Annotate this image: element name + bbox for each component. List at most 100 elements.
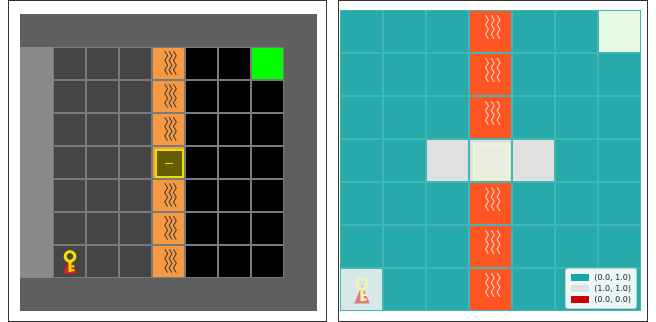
value-cell: [598, 53, 641, 96]
void-cell: [185, 113, 218, 146]
void-cell: [251, 146, 284, 179]
floor-cell: [86, 47, 119, 80]
value-grid: [340, 10, 641, 311]
legend-swatch: [571, 296, 589, 303]
void-cell: [185, 179, 218, 212]
left-environment-panel: [8, 0, 327, 322]
value-cell: [383, 268, 426, 311]
floor-cell: [53, 47, 86, 80]
left-wall-column: [20, 47, 53, 278]
floor-cell: [53, 179, 86, 212]
value-cell: [340, 182, 383, 225]
value-cell: [555, 10, 598, 53]
right-value-panel: (0.0, 1.0) (1.0, 1.0) (0.0, 0.0): [338, 0, 648, 322]
goal-value-cell: [598, 10, 641, 53]
lava-cell: [152, 179, 185, 212]
agent-box-icon: [155, 149, 184, 178]
legend-swatch: [571, 285, 589, 292]
value-cell: [426, 225, 469, 268]
floor-cell: [119, 80, 152, 113]
floor-cell: [119, 47, 152, 80]
lava-wave-icon: [470, 54, 511, 95]
lava-cell: [152, 80, 185, 113]
value-cell: [555, 182, 598, 225]
floor-cell: [119, 146, 152, 179]
lava-wave-icon: [470, 11, 511, 52]
legend-label: (1.0, 1.0): [594, 284, 631, 293]
stripe-cell: [469, 53, 512, 96]
value-cell: [555, 53, 598, 96]
void-cell: [185, 212, 218, 245]
lava-wave-icon: [153, 114, 184, 145]
void-cell: [218, 47, 251, 80]
value-cell: [340, 53, 383, 96]
value-cell: [512, 10, 555, 53]
void-cell: [185, 80, 218, 113]
value-cell: [598, 182, 641, 225]
value-cell: [383, 225, 426, 268]
value-cell: [426, 10, 469, 53]
legend-item: (1.0, 1.0): [571, 283, 631, 294]
value-cell: [598, 139, 641, 182]
lava-wave-icon: [470, 226, 511, 267]
stripe-cell: [469, 96, 512, 139]
lava-cell: [152, 113, 185, 146]
lava-cell: [152, 245, 185, 278]
legend-swatch: [571, 274, 589, 281]
value-cell: [512, 225, 555, 268]
value-cell: [383, 139, 426, 182]
key-cell: [53, 245, 86, 278]
key-icon: [58, 248, 82, 280]
light-cell: [426, 139, 469, 182]
void-cell: [185, 47, 218, 80]
value-cell: [426, 268, 469, 311]
value-cell: [512, 268, 555, 311]
void-cell: [218, 212, 251, 245]
void-cell: [218, 146, 251, 179]
value-cell: [512, 182, 555, 225]
agent-box-icon: [473, 143, 510, 180]
lava-cell: [152, 47, 185, 80]
void-cell: [251, 179, 284, 212]
floor-cell: [86, 212, 119, 245]
void-cell: [218, 179, 251, 212]
floor-cell: [86, 146, 119, 179]
floor-cell: [53, 146, 86, 179]
value-cell: [426, 96, 469, 139]
void-cell: [218, 245, 251, 278]
lava-wave-icon: [153, 180, 184, 211]
light-cell: [469, 139, 512, 182]
legend-item: (0.0, 1.0): [571, 272, 631, 283]
void-cell: [218, 80, 251, 113]
floor-cell: [86, 80, 119, 113]
void-cell: [185, 245, 218, 278]
value-cell: [555, 139, 598, 182]
lava-wave-icon: [470, 269, 511, 310]
value-cell: [340, 96, 383, 139]
stripe-cell: [469, 182, 512, 225]
value-cell: [340, 225, 383, 268]
value-cell: [383, 10, 426, 53]
lava-wave-icon: [153, 81, 184, 112]
legend-item: (0.0, 0.0): [571, 294, 631, 305]
floor-cell: [86, 113, 119, 146]
value-cell: [598, 225, 641, 268]
floor-cell: [119, 113, 152, 146]
legend-label: (0.0, 0.0): [594, 295, 631, 304]
floor-cell: [53, 212, 86, 245]
environment-grid: [53, 47, 284, 278]
legend-label: (0.0, 1.0): [594, 273, 631, 282]
value-cell: [383, 182, 426, 225]
floor-cell: [86, 245, 119, 278]
key-icon: [349, 274, 375, 310]
value-cell: [555, 225, 598, 268]
void-cell: [251, 113, 284, 146]
value-cell: [383, 53, 426, 96]
stripe-cell: [469, 268, 512, 311]
value-cell: [555, 96, 598, 139]
agent-cell: [152, 146, 185, 179]
lava-wave-icon: [470, 97, 511, 138]
lava-wave-icon: [470, 183, 511, 224]
light-cell: [512, 139, 555, 182]
void-cell: [218, 113, 251, 146]
